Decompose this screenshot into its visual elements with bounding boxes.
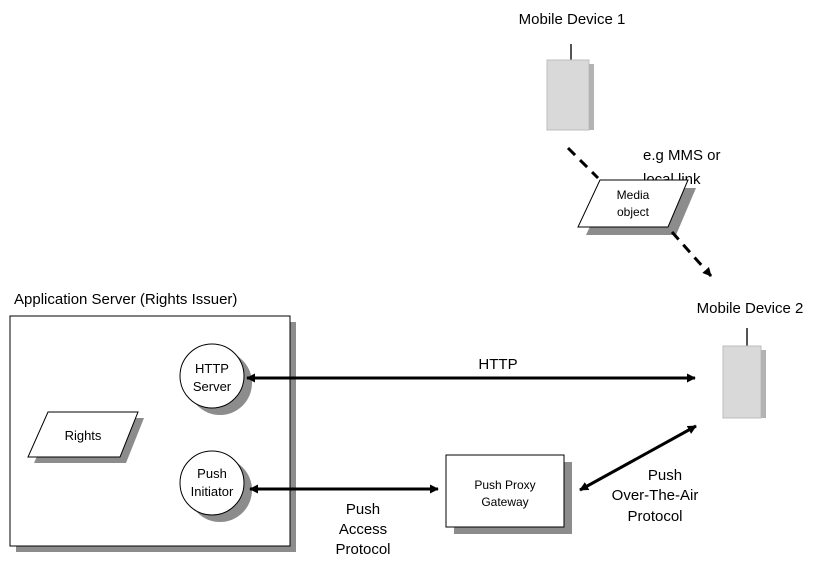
push-initiator-label-line2: Initiator	[191, 484, 234, 499]
mms-note-line1: e.g MMS or	[643, 147, 721, 164]
ota-label-line2: Over-The-Air	[612, 487, 699, 504]
ota-label-line1: Push	[648, 467, 682, 484]
push-initiator-label-line1: Push	[197, 466, 227, 481]
http-label: HTTP	[478, 356, 517, 373]
http-server-label-line1: HTTP	[195, 361, 229, 376]
mobile-device-1-icon	[546, 44, 594, 131]
media-object-label-line1: Media	[617, 188, 650, 202]
mobile-device-2-icon	[722, 328, 766, 419]
pap-label-line1: Push	[346, 501, 380, 518]
http-server-node	[179, 343, 252, 415]
media-object-shape	[577, 179, 696, 235]
push-initiator-node	[179, 450, 252, 522]
ppg-label-line1: Push Proxy	[474, 478, 535, 492]
ppg-label-line2: Gateway	[481, 495, 528, 509]
push-ota-arrow	[579, 424, 697, 492]
dashed-link-media-device2	[670, 231, 713, 277]
dashed-link-device1-media	[566, 146, 600, 180]
pap-label-line2: Access	[339, 521, 387, 538]
media-object-label-line2: object	[617, 205, 650, 219]
rights-label: Rights	[65, 428, 102, 443]
mobile-device-2-label: Mobile Device 2	[697, 300, 804, 317]
ota-label-line3: Protocol	[627, 508, 682, 525]
push-proxy-gateway-box	[445, 454, 572, 534]
mobile-device-1-label: Mobile Device 1	[519, 11, 626, 28]
pap-label-line3: Protocol	[335, 541, 390, 558]
http-server-label-line2: Server	[193, 379, 232, 394]
app-server-title: Application Server (Rights Issuer)	[14, 291, 237, 308]
rights-shape	[27, 411, 144, 463]
